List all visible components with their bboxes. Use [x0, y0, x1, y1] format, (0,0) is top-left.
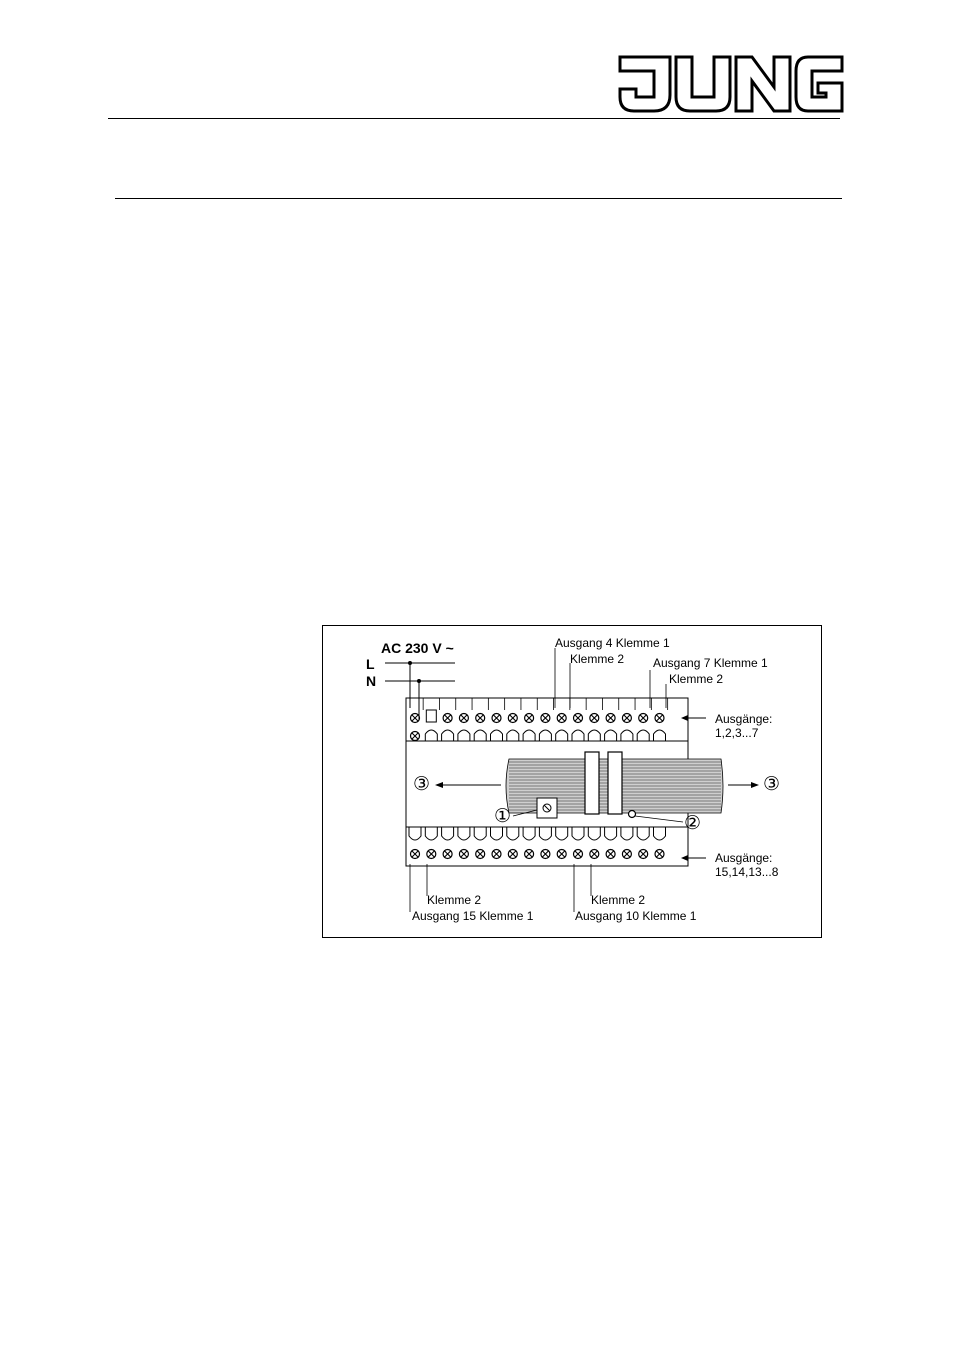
marker-three-right: ③ [763, 774, 781, 795]
wiring-diagram: AC 230 V ~ L N Ausgang 4 Klemme 1 Klemme… [322, 625, 822, 938]
bottom-outputs-range: 15,14,13...8 [715, 865, 779, 879]
section-rule [115, 198, 842, 199]
status-led [627, 809, 637, 819]
top-outputs-range: 1,2,3...7 [715, 726, 759, 740]
callout-ausgang4-klemme1: Ausgang 4 Klemme 1 [555, 636, 670, 650]
callout-ausgang7-klemme1: Ausgang 7 Klemme 1 [653, 656, 768, 670]
top-callout-leaders [554, 648, 706, 861]
connector-left [584, 751, 600, 815]
callout-ausgang10-klemme2: Klemme 2 [591, 893, 646, 907]
upper-terminal-block [405, 697, 689, 742]
top-outputs-title: Ausgänge: [715, 712, 773, 726]
supply-wires [385, 661, 455, 720]
lower-terminal-block [405, 826, 689, 867]
marker-two: ② [684, 813, 702, 834]
diagram-drawing [385, 648, 759, 912]
header-rule [108, 118, 840, 119]
callout-ausgang7-klemme2: Klemme 2 [669, 672, 724, 686]
marker-three-left: ③ [413, 774, 431, 795]
marker-one: ① [494, 806, 512, 827]
line-n-label: N [366, 673, 377, 689]
bottom-callout-leaders [409, 864, 592, 912]
callout-ausgang15-klemme1: Ausgang 15 Klemme 1 [412, 909, 534, 923]
line-l-label: L [366, 656, 375, 672]
supply-voltage-label: AC 230 V ~ [381, 640, 454, 656]
callout-ausgang10-klemme1: Ausgang 10 Klemme 1 [575, 909, 697, 923]
bottom-outputs-title: Ausgänge: [715, 851, 773, 865]
jung-logo [618, 55, 844, 113]
callout-ausgang15-klemme2: Klemme 2 [427, 893, 482, 907]
housing-middle-section [405, 740, 759, 828]
connector-right [607, 751, 623, 815]
adjust-screw-icon [542, 803, 552, 813]
callout-ausgang4-klemme2: Klemme 2 [570, 652, 625, 666]
